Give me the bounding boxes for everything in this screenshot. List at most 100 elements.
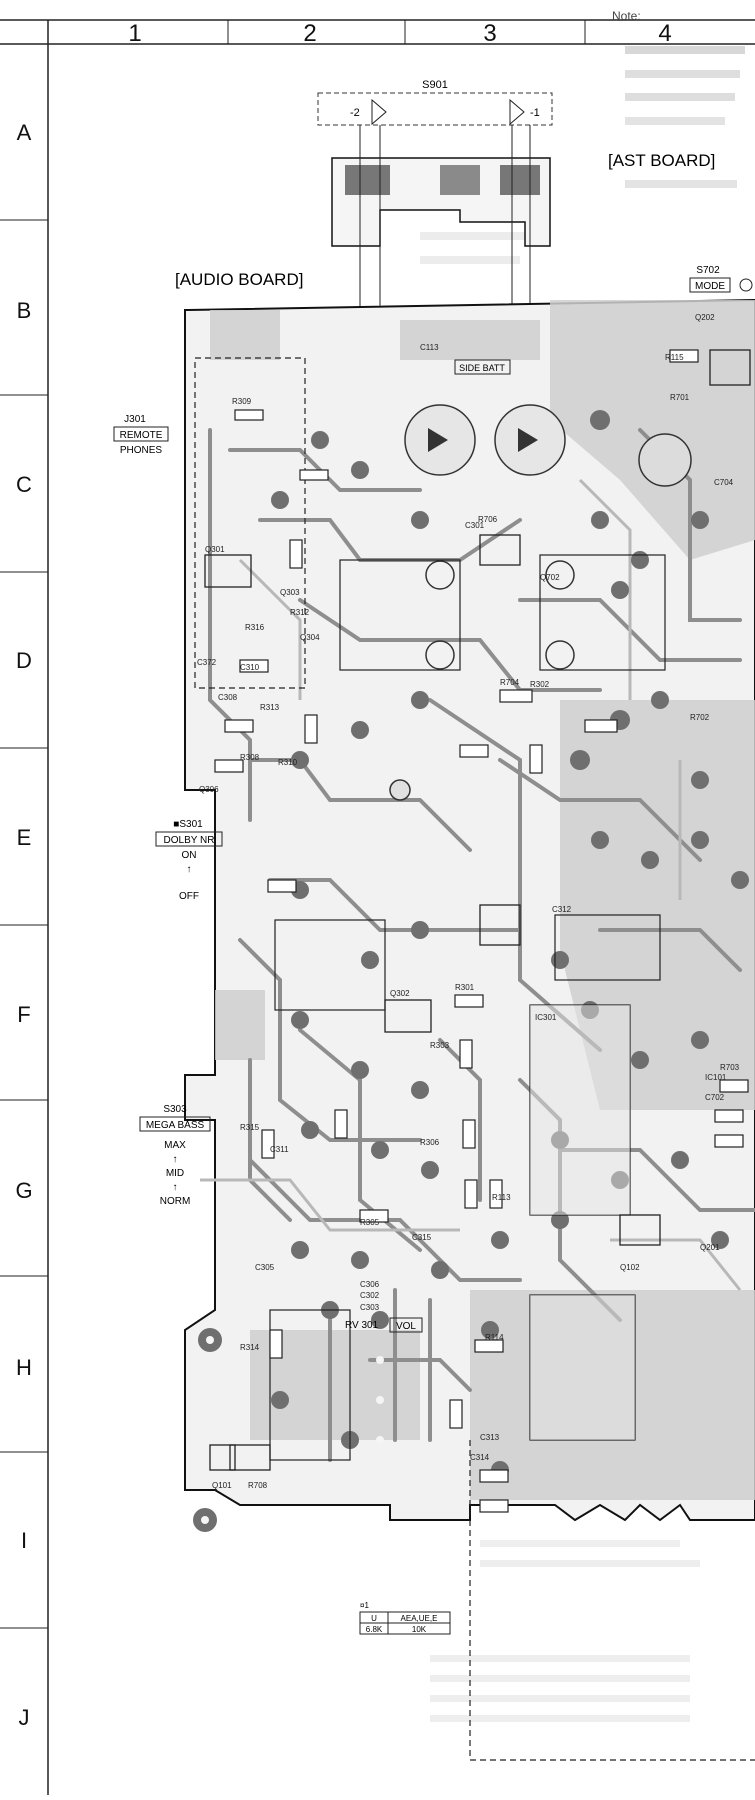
row-labels: A B C D E F G H I J [15, 120, 32, 1730]
component-label: R706 [478, 515, 498, 524]
component-label: R708 [248, 1481, 268, 1490]
component-label: R113 [492, 1193, 511, 1202]
component-label: Q101 [212, 1481, 232, 1490]
row-label: D [16, 648, 32, 673]
component-label: R701 [670, 393, 690, 402]
s303-name: MEGA BASS [146, 1120, 205, 1131]
component-label: R314 [240, 1343, 260, 1352]
row-label: G [15, 1178, 32, 1203]
component-label: Q201 [700, 1243, 720, 1252]
component-label: R312 [290, 608, 310, 617]
pad-holes [201, 1336, 384, 1524]
component-label: C303 [360, 1303, 380, 1312]
component-label: R313 [260, 703, 280, 712]
component-label: C312 [552, 905, 572, 914]
s702-switch: S702 MODE [689, 265, 753, 293]
component-label: R310 [278, 758, 298, 767]
component-label: Q306 [199, 785, 219, 794]
row-label: J [19, 1705, 30, 1730]
ast-board: S901 -2 -1 [AST BOARD] [317, 79, 715, 330]
s303-norm: NORM [160, 1196, 191, 1207]
component-label: C305 [255, 1263, 275, 1272]
s301-on: ON [182, 850, 197, 861]
value-table: ¤1 U AEA,UE,E 6.8K 10K [359, 1601, 451, 1635]
s303-arrow-1: ↑ [173, 1154, 178, 1165]
s303-max: MAX [164, 1140, 186, 1151]
s702-ref: S702 [696, 265, 720, 276]
row-label: F [17, 1002, 30, 1027]
transistors [204, 349, 751, 1471]
s303-label: S303 MEGA BASS MAX ↑ MID ↑ NORM [139, 1104, 211, 1207]
component-label: C314 [470, 1453, 490, 1462]
component-label: Q303 [280, 588, 300, 597]
component-label: R703 [720, 1063, 740, 1072]
row-label: I [21, 1528, 27, 1553]
component-label: R301 [455, 983, 475, 992]
component-label: Q102 [620, 1263, 640, 1272]
traces-light [200, 478, 742, 1291]
component-label: C315 [412, 1233, 432, 1242]
audio-board-label: [AUDIO BOARD] [175, 270, 303, 289]
table-val1: 6.8K [366, 1625, 383, 1634]
component-label: R115 [665, 353, 684, 362]
table-col1: U [371, 1614, 377, 1623]
component-label: C308 [218, 693, 238, 702]
table-val2: 10K [412, 1625, 427, 1634]
column-label: 3 [483, 20, 496, 47]
j301-ref: J301 [124, 414, 146, 425]
component-label: C372 [197, 658, 217, 667]
component-label: R704 [500, 678, 520, 687]
component-label: R302 [530, 680, 550, 689]
led-symbols [428, 428, 538, 452]
s303-arrow-2: ↑ [173, 1182, 178, 1193]
volume-name: VOL [396, 1321, 416, 1332]
s901-pos-right: -1 [530, 107, 540, 119]
component-label: R305 [360, 1218, 380, 1227]
s301-ref: ■S301 [173, 819, 203, 830]
note-header: Note: [612, 9, 641, 23]
side-batt-label: SIDE BATT [459, 363, 505, 373]
s301-label: ■S301 DOLBY NR ON ↑ OFF [155, 819, 223, 902]
s301-off: OFF [179, 891, 199, 902]
component-label: Q302 [390, 989, 410, 998]
volume-ref: RV 301 [345, 1320, 379, 1331]
s901-label: S901 [422, 79, 448, 91]
column-labels: 1 2 3 4 [128, 20, 671, 47]
column-label: 4 [658, 20, 671, 47]
component-label: R303 [430, 1041, 450, 1050]
s301-arrow: ↑ [187, 864, 192, 875]
component-label: R316 [245, 623, 265, 632]
s901-pos-left: -2 [350, 107, 360, 119]
s303-mid: MID [166, 1168, 184, 1179]
component-label: C704 [714, 478, 734, 487]
volume-control: RV 301 VOL [345, 1317, 423, 1333]
table-col2: AEA,UE,E [401, 1614, 438, 1623]
row-label: C [16, 472, 32, 497]
component-label: R114 [485, 1333, 504, 1342]
column-label: 1 [128, 20, 141, 47]
component-label: R308 [240, 753, 260, 762]
component-label: IC301 [535, 1013, 557, 1022]
s303-ref: S303 [163, 1104, 187, 1115]
s702-name: MODE [695, 281, 725, 292]
component-labels: R309 C113 Q301 Q302 Q303 Q304 Q306 R301 … [197, 313, 740, 1490]
row-label: E [17, 825, 32, 850]
component-label: C302 [360, 1291, 380, 1300]
component-label: C306 [360, 1280, 380, 1289]
component-label: C301 [465, 521, 485, 530]
component-label: R315 [240, 1123, 260, 1132]
ast-board-label: [AST BOARD] [608, 151, 715, 170]
component-label: R702 [690, 713, 710, 722]
small-components [214, 349, 749, 1513]
ic-fill [530, 1005, 635, 1440]
j301-label: J301 REMOTE PHONES [113, 414, 169, 456]
j301-name: REMOTE [120, 430, 163, 441]
component-label: R306 [420, 1138, 440, 1147]
component-label: C113 [420, 343, 439, 352]
component-label: Q202 [695, 313, 715, 322]
component-label: C702 [705, 1093, 725, 1102]
grid-frame [0, 19, 755, 1795]
j301-sub: PHONES [120, 445, 163, 456]
